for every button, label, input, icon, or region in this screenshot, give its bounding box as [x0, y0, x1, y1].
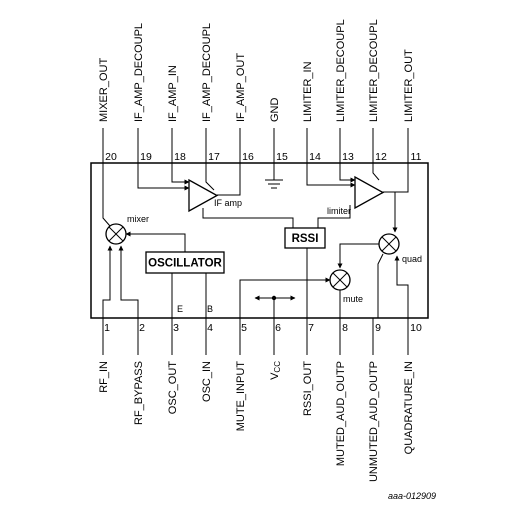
quad-unmuted-wire	[377, 253, 384, 318]
pin-name: MUTED_AUD_OUTP	[335, 361, 347, 466]
pin-name: IF_AMP_DECOUPL	[201, 23, 213, 122]
pin-number: 20	[105, 151, 117, 163]
pin-name: LIMITER_DECOUPL	[335, 19, 347, 122]
top-pin-leads	[102, 128, 409, 163]
pin-name: OSC_IN	[201, 361, 213, 402]
osc-pin-e-label: E	[177, 304, 183, 314]
if-decoupl-17-wire	[205, 163, 215, 191]
rf-bypass-wire	[118, 245, 139, 318]
pin-number: 2	[139, 322, 145, 334]
pin-number: 17	[208, 151, 220, 163]
mixer-block: mixer	[105, 214, 149, 245]
pin-number: 4	[207, 322, 213, 334]
quad-label: quad	[402, 254, 422, 264]
top-pin-numbers: 20 19 18 17 16 15 14 13 12 11	[105, 151, 421, 163]
chip-outline	[90, 162, 429, 319]
rf-in-wire	[102, 245, 113, 318]
mute-input-wire	[239, 277, 331, 318]
if-amp-rssi-wire	[202, 208, 294, 228]
pin-name: MUTE_INPUT	[235, 361, 247, 432]
bottom-pin-numbers: 1 2 3 4 5 6 7 8 9 10	[104, 322, 422, 334]
bottom-pin-leads	[102, 318, 409, 355]
pin-number: 5	[241, 322, 247, 334]
mute-label: mute	[343, 294, 363, 304]
limiter-decoupl-12-wire	[372, 163, 380, 181]
pin-name: OSC_OUT	[167, 361, 179, 414]
pin-name: IF_AMP_IN	[167, 65, 179, 122]
pin-number: 18	[174, 151, 186, 163]
limiter-out-wire	[383, 163, 409, 193]
pin-name: QUADRATURE_IN	[403, 361, 415, 454]
pin-name: IF_AMP_DECOUPL	[133, 23, 145, 122]
pin-name: RSSI_OUT	[302, 361, 314, 416]
pin-name: LIMITER_OUT	[403, 49, 415, 122]
pin-name: MIXER_OUT	[98, 58, 110, 122]
quad-block: quad	[378, 233, 422, 264]
oscillator-block: OSCILLATOR E B	[145, 251, 225, 314]
pin-number: 16	[242, 151, 254, 163]
vcc-bus	[254, 295, 296, 318]
rssi-block: RSSI	[284, 227, 326, 249]
pin-name: RF_IN	[98, 361, 110, 393]
pin-number: 6	[275, 322, 281, 334]
pin-number: 19	[140, 151, 152, 163]
pin-number: 12	[375, 151, 387, 163]
limiter-label: limiter	[327, 206, 351, 216]
pin-name: LIMITER_IN	[302, 61, 314, 122]
limiter-decoupl-13-wire	[339, 163, 356, 183]
pin-number: 10	[410, 322, 422, 334]
pin-number: 11	[411, 151, 422, 163]
limiter-in-wire	[306, 163, 356, 188]
ground-symbol	[265, 163, 283, 189]
pin-name: RF_BYPASS	[133, 361, 145, 425]
limiter-rssi-wire	[317, 205, 351, 228]
if-amp-in-wire	[171, 163, 190, 185]
mixer-out-wire	[102, 163, 111, 227]
pin-name: LIMITER_DECOUPL	[368, 19, 380, 122]
pin-number: 15	[276, 151, 288, 163]
pin-number: 7	[308, 322, 314, 334]
top-pin-names: MIXER_OUT IF_AMP_DECOUPL IF_AMP_IN IF_AM…	[98, 19, 415, 122]
pin-number: 9	[375, 322, 381, 334]
quadrature-in-wire	[394, 255, 409, 318]
pin-number: 1	[104, 322, 110, 334]
pin-number: 13	[342, 151, 354, 163]
pin-name: UNMUTED_AUD_OUTP	[368, 361, 380, 482]
mixer-label: mixer	[127, 214, 149, 224]
vcc-label: VCC	[269, 361, 282, 380]
pin-name: GND	[269, 98, 281, 123]
pin-number: 14	[309, 151, 321, 163]
pin-name: IF_AMP_OUT	[235, 53, 247, 122]
limiter-block: limiter	[327, 175, 385, 216]
if-decoupl-19-wire	[137, 163, 190, 191]
if-amp-label: IF amp	[214, 198, 242, 208]
if-amp-block: IF amp	[188, 178, 242, 213]
if-amp-out-wire	[217, 163, 241, 196]
mute-block: mute	[329, 269, 363, 304]
rssi-label: RSSI	[292, 233, 319, 245]
bottom-pin-names: RF_IN RF_BYPASS OSC_OUT OSC_IN MUTE_INPU…	[98, 361, 415, 482]
pin-number: 8	[342, 322, 348, 334]
osc-pin-b-label: B	[207, 304, 213, 314]
osc-mixer-wire	[125, 231, 186, 252]
quad-mute-wire	[337, 243, 379, 269]
oscillator-label: OSCILLATOR	[148, 258, 222, 270]
figure-reference: aaa-012909	[388, 491, 436, 501]
pin-number: 3	[173, 322, 179, 334]
